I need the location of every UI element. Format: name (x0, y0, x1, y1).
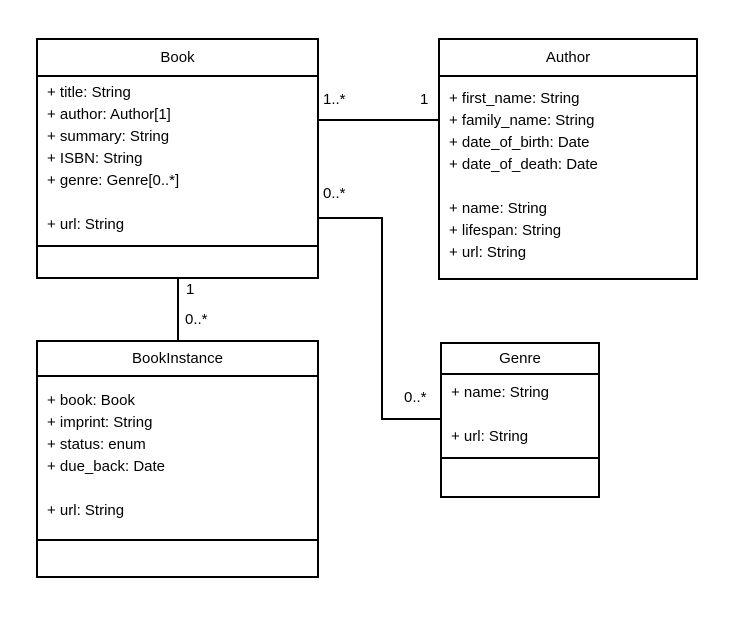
attribute: + date_of_death: Date (449, 156, 598, 173)
attribute: + date_of_birth: Date (449, 134, 590, 151)
attribute-spacer (47, 192, 313, 214)
attribute: + due_back: Date (47, 458, 166, 475)
association-book-author-line (319, 119, 438, 121)
class-name-author: Author (440, 40, 696, 77)
class-methods-genre-empty (442, 459, 598, 496)
attribute: + lifespan: String (449, 222, 562, 239)
attribute-spacer (451, 404, 594, 426)
attribute: + name: String (449, 200, 547, 217)
multiplicity-book-bookinstance-source: 1 (186, 281, 195, 298)
attribute: + title: String (47, 84, 131, 101)
class-name-bookinstance: BookInstance (38, 342, 317, 377)
attribute: + name: String (451, 384, 549, 401)
class-name-genre: Genre (442, 344, 598, 375)
class-attributes-author: + first_name: String + family_name: Stri… (440, 77, 696, 278)
attribute-spacer (449, 176, 692, 198)
class-methods-bookinstance-empty (38, 541, 317, 576)
class-name-book: Book (38, 40, 317, 77)
association-book-genre-line-segment-2 (381, 217, 383, 420)
multiplicity-book-bookinstance-target: 0..* (185, 311, 208, 328)
multiplicity-book-author-source: 1..* (323, 91, 346, 108)
association-book-genre-line-segment-3 (381, 418, 440, 420)
attribute-spacer (47, 478, 313, 500)
class-methods-book-empty (38, 247, 317, 277)
association-book-genre-line-segment-1 (319, 217, 383, 219)
class-box-bookinstance: BookInstance + book: Book + imprint: Str… (36, 340, 319, 578)
attribute: + url: String (47, 216, 125, 233)
class-attributes-book: + title: String + author: Author[1] + su… (38, 77, 317, 247)
class-box-genre: Genre + name: String + url: String (440, 342, 600, 498)
attribute: + first_name: String (449, 90, 580, 107)
attribute: + genre: Genre[0..*] (47, 172, 180, 189)
attribute: + imprint: String (47, 414, 153, 431)
attribute: + ISBN: String (47, 150, 143, 167)
multiplicity-book-genre-source: 0..* (323, 185, 346, 202)
class-box-author: Author + first_name: String + family_nam… (438, 38, 698, 280)
class-box-book: Book + title: String + author: Author[1]… (36, 38, 319, 279)
class-attributes-bookinstance: + book: Book + imprint: String + status:… (38, 377, 317, 541)
attribute: + url: String (449, 244, 527, 261)
attribute: + url: String (47, 502, 125, 519)
attribute: + book: Book (47, 392, 135, 409)
attribute: + family_name: String (449, 112, 595, 129)
multiplicity-book-genre-target: 0..* (404, 389, 427, 406)
attribute: + status: enum (47, 436, 146, 453)
attribute: + url: String (451, 428, 529, 445)
attribute: + author: Author[1] (47, 106, 171, 123)
multiplicity-book-author-target: 1 (420, 91, 429, 108)
attribute: + summary: String (47, 128, 170, 145)
association-book-bookinstance-line (177, 279, 179, 340)
class-attributes-genre: + name: String + url: String (442, 375, 598, 459)
